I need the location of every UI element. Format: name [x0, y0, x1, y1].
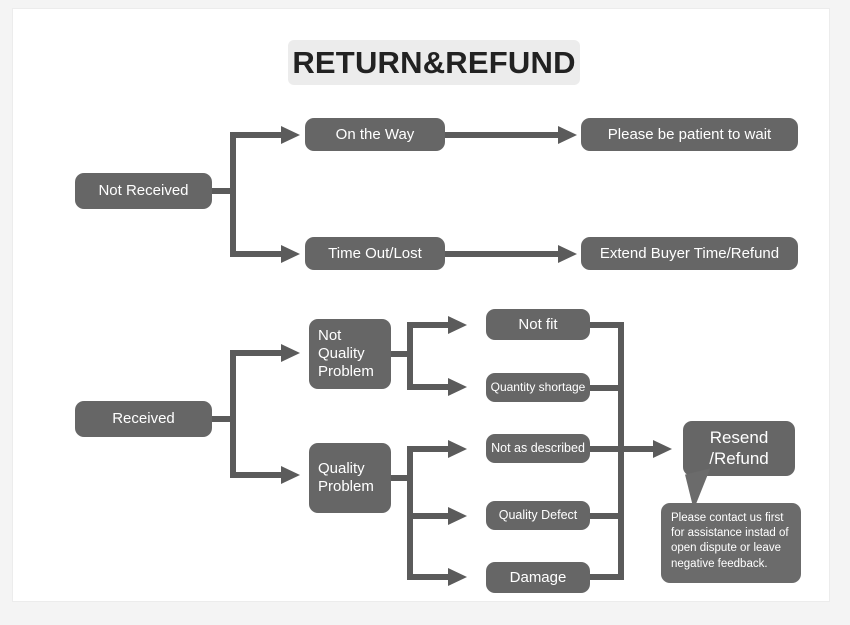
node-quality-problem[interactable]: Quality Problem [309, 443, 391, 513]
edge-received-bus [230, 350, 236, 478]
arrowhead-to-quality [281, 466, 300, 484]
node-resend-refund-label: Resend /Refund [709, 428, 769, 468]
node-quantity-shortage[interactable]: Quantity shortage [486, 373, 590, 402]
node-quality-defect-label: Quality Defect [498, 508, 578, 523]
arrowhead-to-damage [448, 568, 467, 586]
diagram-page: RETURN&REFUND Not Received On the Way Pl… [12, 8, 830, 602]
edge-notfit-to-bus [588, 322, 624, 328]
edge-quality-to-damage [407, 574, 453, 580]
edge-notreceived-bus [230, 132, 236, 257]
node-not-received[interactable]: Not Received [75, 173, 212, 209]
node-damage[interactable]: Damage [486, 562, 590, 593]
node-time-out-lost-label: Time Out/Lost [328, 244, 422, 262]
arrowhead-to-qualitydefect [448, 507, 467, 525]
arrowhead-to-notfit [448, 316, 467, 334]
edge-received-stub [210, 416, 236, 422]
node-not-fit-label: Not fit [518, 315, 558, 333]
node-quantity-shortage-label: Quantity shortage [490, 380, 586, 395]
edge-quality-stub [389, 475, 413, 481]
callout-text: Please contact us first for assistance i… [671, 512, 789, 570]
edge-notquality-stub [389, 351, 413, 357]
edge-notquality-bus [407, 322, 413, 390]
node-on-the-way[interactable]: On the Way [305, 118, 445, 151]
arrowhead-to-ontheway [281, 126, 300, 144]
arrowhead-to-resend [653, 440, 672, 458]
node-quality-defect[interactable]: Quality Defect [486, 501, 590, 530]
edge-notreceived-to-timeout [230, 251, 286, 257]
arrowhead-to-extend [558, 245, 577, 263]
edge-notasdescribed-to-bus [588, 446, 624, 452]
node-please-be-patient-label: Please be patient to wait [607, 125, 772, 143]
edge-notreceived-to-ontheway [230, 132, 286, 138]
node-received-label: Received [112, 410, 175, 428]
edge-notreceived-stub [210, 188, 236, 194]
node-not-quality-problem[interactable]: Not Quality Problem [309, 319, 391, 389]
node-not-as-described[interactable]: Not as described [486, 434, 590, 463]
node-resend-refund[interactable]: Resend /Refund [683, 421, 795, 476]
edge-ontheway-to-patient [443, 132, 563, 138]
node-received[interactable]: Received [75, 401, 212, 437]
node-not-fit[interactable]: Not fit [486, 309, 590, 340]
edge-quality-to-qualitydefect [407, 513, 453, 519]
edge-qualitydefect-to-bus [588, 513, 624, 519]
node-quality-problem-label: Quality Problem [318, 460, 374, 495]
node-not-as-described-label: Not as described [491, 441, 585, 456]
node-please-be-patient[interactable]: Please be patient to wait [581, 118, 798, 151]
arrowhead-to-timeout [281, 245, 300, 263]
arrowhead-to-quantity [448, 378, 467, 396]
edge-timeout-to-extend [443, 251, 563, 257]
callout-bubble: Please contact us first for assistance i… [661, 503, 801, 583]
edge-bus-to-resend [618, 446, 658, 452]
edge-notquality-to-quantity [407, 384, 453, 390]
node-time-out-lost[interactable]: Time Out/Lost [305, 237, 445, 270]
arrowhead-to-notasdescribed [448, 440, 467, 458]
edge-notquality-to-notfit [407, 322, 453, 328]
page-title-chip: RETURN&REFUND [288, 40, 580, 85]
node-damage-label: Damage [509, 568, 567, 586]
arrowhead-to-patient [558, 126, 577, 144]
node-not-received-label: Not Received [98, 182, 189, 200]
node-on-the-way-label: On the Way [335, 125, 415, 143]
page-title: RETURN&REFUND [292, 44, 576, 80]
edge-quantity-to-bus [588, 385, 624, 391]
edge-damage-to-bus [588, 574, 624, 580]
edge-received-to-quality [230, 472, 286, 478]
edge-quality-to-notasdescribed [407, 446, 453, 452]
edge-received-to-notquality [230, 350, 286, 356]
node-not-quality-problem-label: Not Quality Problem [318, 327, 374, 380]
node-extend-buyer-time[interactable]: Extend Buyer Time/Refund [581, 237, 798, 270]
node-extend-buyer-time-label: Extend Buyer Time/Refund [599, 244, 780, 262]
arrowhead-to-notquality [281, 344, 300, 362]
